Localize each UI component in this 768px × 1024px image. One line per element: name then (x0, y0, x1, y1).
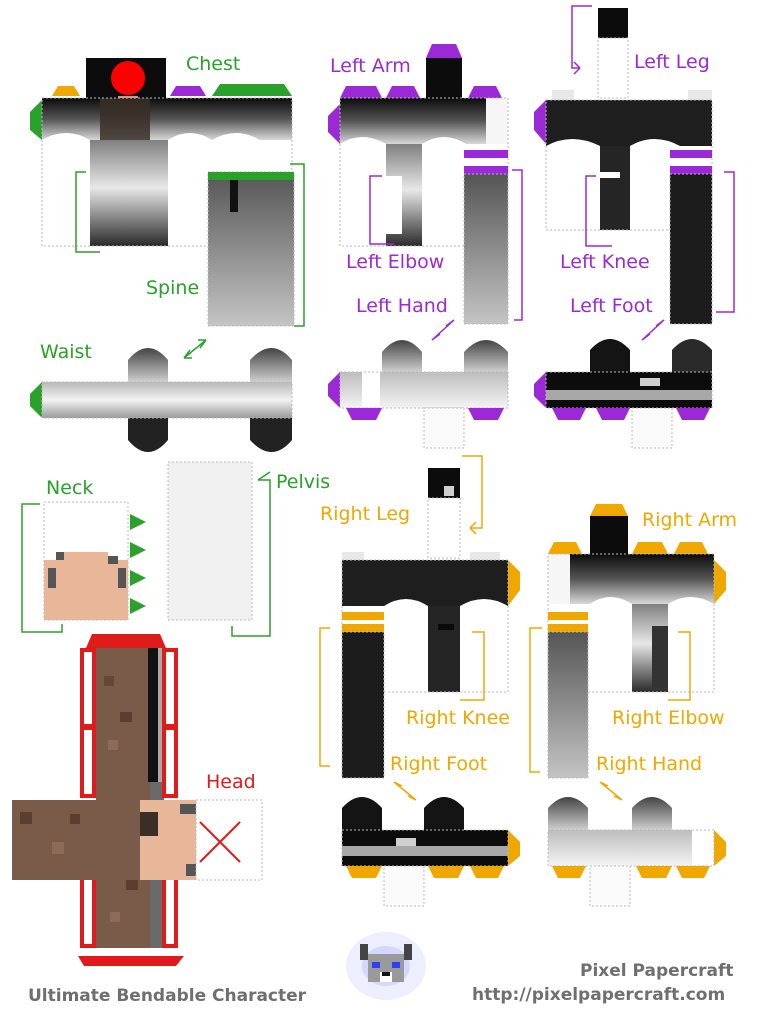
red-circle (111, 61, 145, 95)
chest-cutout (42, 133, 260, 140)
right-foot-piece (341, 797, 520, 907)
right-leg-label: Right Leg (320, 503, 410, 525)
right-arm-piece (547, 504, 726, 779)
right-knee-bracket (460, 631, 485, 701)
pelvis-label: Pelvis (276, 471, 330, 493)
left-leg-piece (534, 8, 713, 325)
chest-hair-strip (100, 98, 150, 140)
left-leg-label: Left Leg (634, 51, 710, 73)
neck-bracket (21, 503, 63, 633)
left-hand-label: Left Hand (356, 295, 448, 317)
pelvis-piece (167, 461, 253, 621)
footer-title: Ultimate Bendable Character (28, 986, 307, 1006)
spine-bracket (290, 163, 305, 327)
right-hand-bracket (529, 627, 542, 773)
left-elbow-bracket (369, 175, 394, 245)
left-arm-label: Left Arm (330, 55, 411, 77)
right-hand-piece (547, 797, 726, 907)
left-hand-arrow (431, 319, 455, 341)
head-label: Head (206, 771, 256, 793)
right-knee-label: Right Knee (406, 707, 510, 729)
right-hand-arrow (599, 781, 623, 801)
waist-piece (30, 348, 293, 452)
right-foot-label: Right Foot (390, 753, 487, 775)
right-foot-arrow (393, 781, 417, 801)
right-arm-label: Right Arm (642, 509, 737, 531)
pelvis-bracket (231, 471, 271, 637)
left-leg-bracket (571, 5, 592, 75)
left-foot-piece (534, 339, 713, 449)
left-hand-bracket (512, 169, 523, 321)
chest-piece (30, 58, 293, 247)
head-piece (12, 634, 263, 966)
left-foot-label: Left Foot (570, 295, 653, 317)
chest-band (42, 98, 292, 140)
right-leg-piece (341, 468, 520, 779)
left-arm-piece (328, 44, 509, 325)
right-hand-label: Right Hand (596, 753, 702, 775)
left-knee-label: Left Knee (560, 251, 650, 273)
chest-label: Chest (186, 53, 240, 75)
right-leg-bracket (462, 455, 483, 535)
chest-tab-top (170, 86, 206, 96)
chest-tab-top (52, 86, 80, 96)
left-hand-piece (328, 340, 509, 449)
spine-piece (207, 171, 295, 327)
waist-arrow (183, 339, 207, 359)
left-foot-bracket (716, 171, 735, 313)
wolf-face-icon (346, 932, 426, 1000)
left-foot-arrow (641, 319, 665, 341)
footer-brand: Pixel Papercraft (580, 961, 734, 981)
left-elbow-label: Left Elbow (346, 251, 444, 273)
chest-torso (90, 140, 168, 246)
left-knee-bracket (585, 175, 612, 247)
chest-tab-top (212, 84, 292, 96)
neck-piece (43, 501, 146, 621)
right-elbow-label: Right Elbow (612, 707, 725, 729)
chest-tab-left (30, 100, 42, 140)
neck-label: Neck (46, 477, 93, 499)
spine-label: Spine (146, 277, 199, 299)
right-foot-bracket (319, 627, 330, 767)
chest-bracket (75, 171, 100, 253)
right-elbow-bracket (668, 631, 691, 701)
waist-label: Waist (40, 341, 92, 363)
footer-url[interactable]: http://pixelpapercraft.com (472, 985, 726, 1005)
